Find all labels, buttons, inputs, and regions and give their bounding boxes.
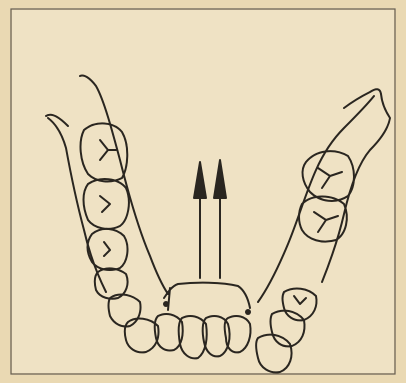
contact-point-left [163,301,169,307]
contact-point-right [245,309,251,315]
